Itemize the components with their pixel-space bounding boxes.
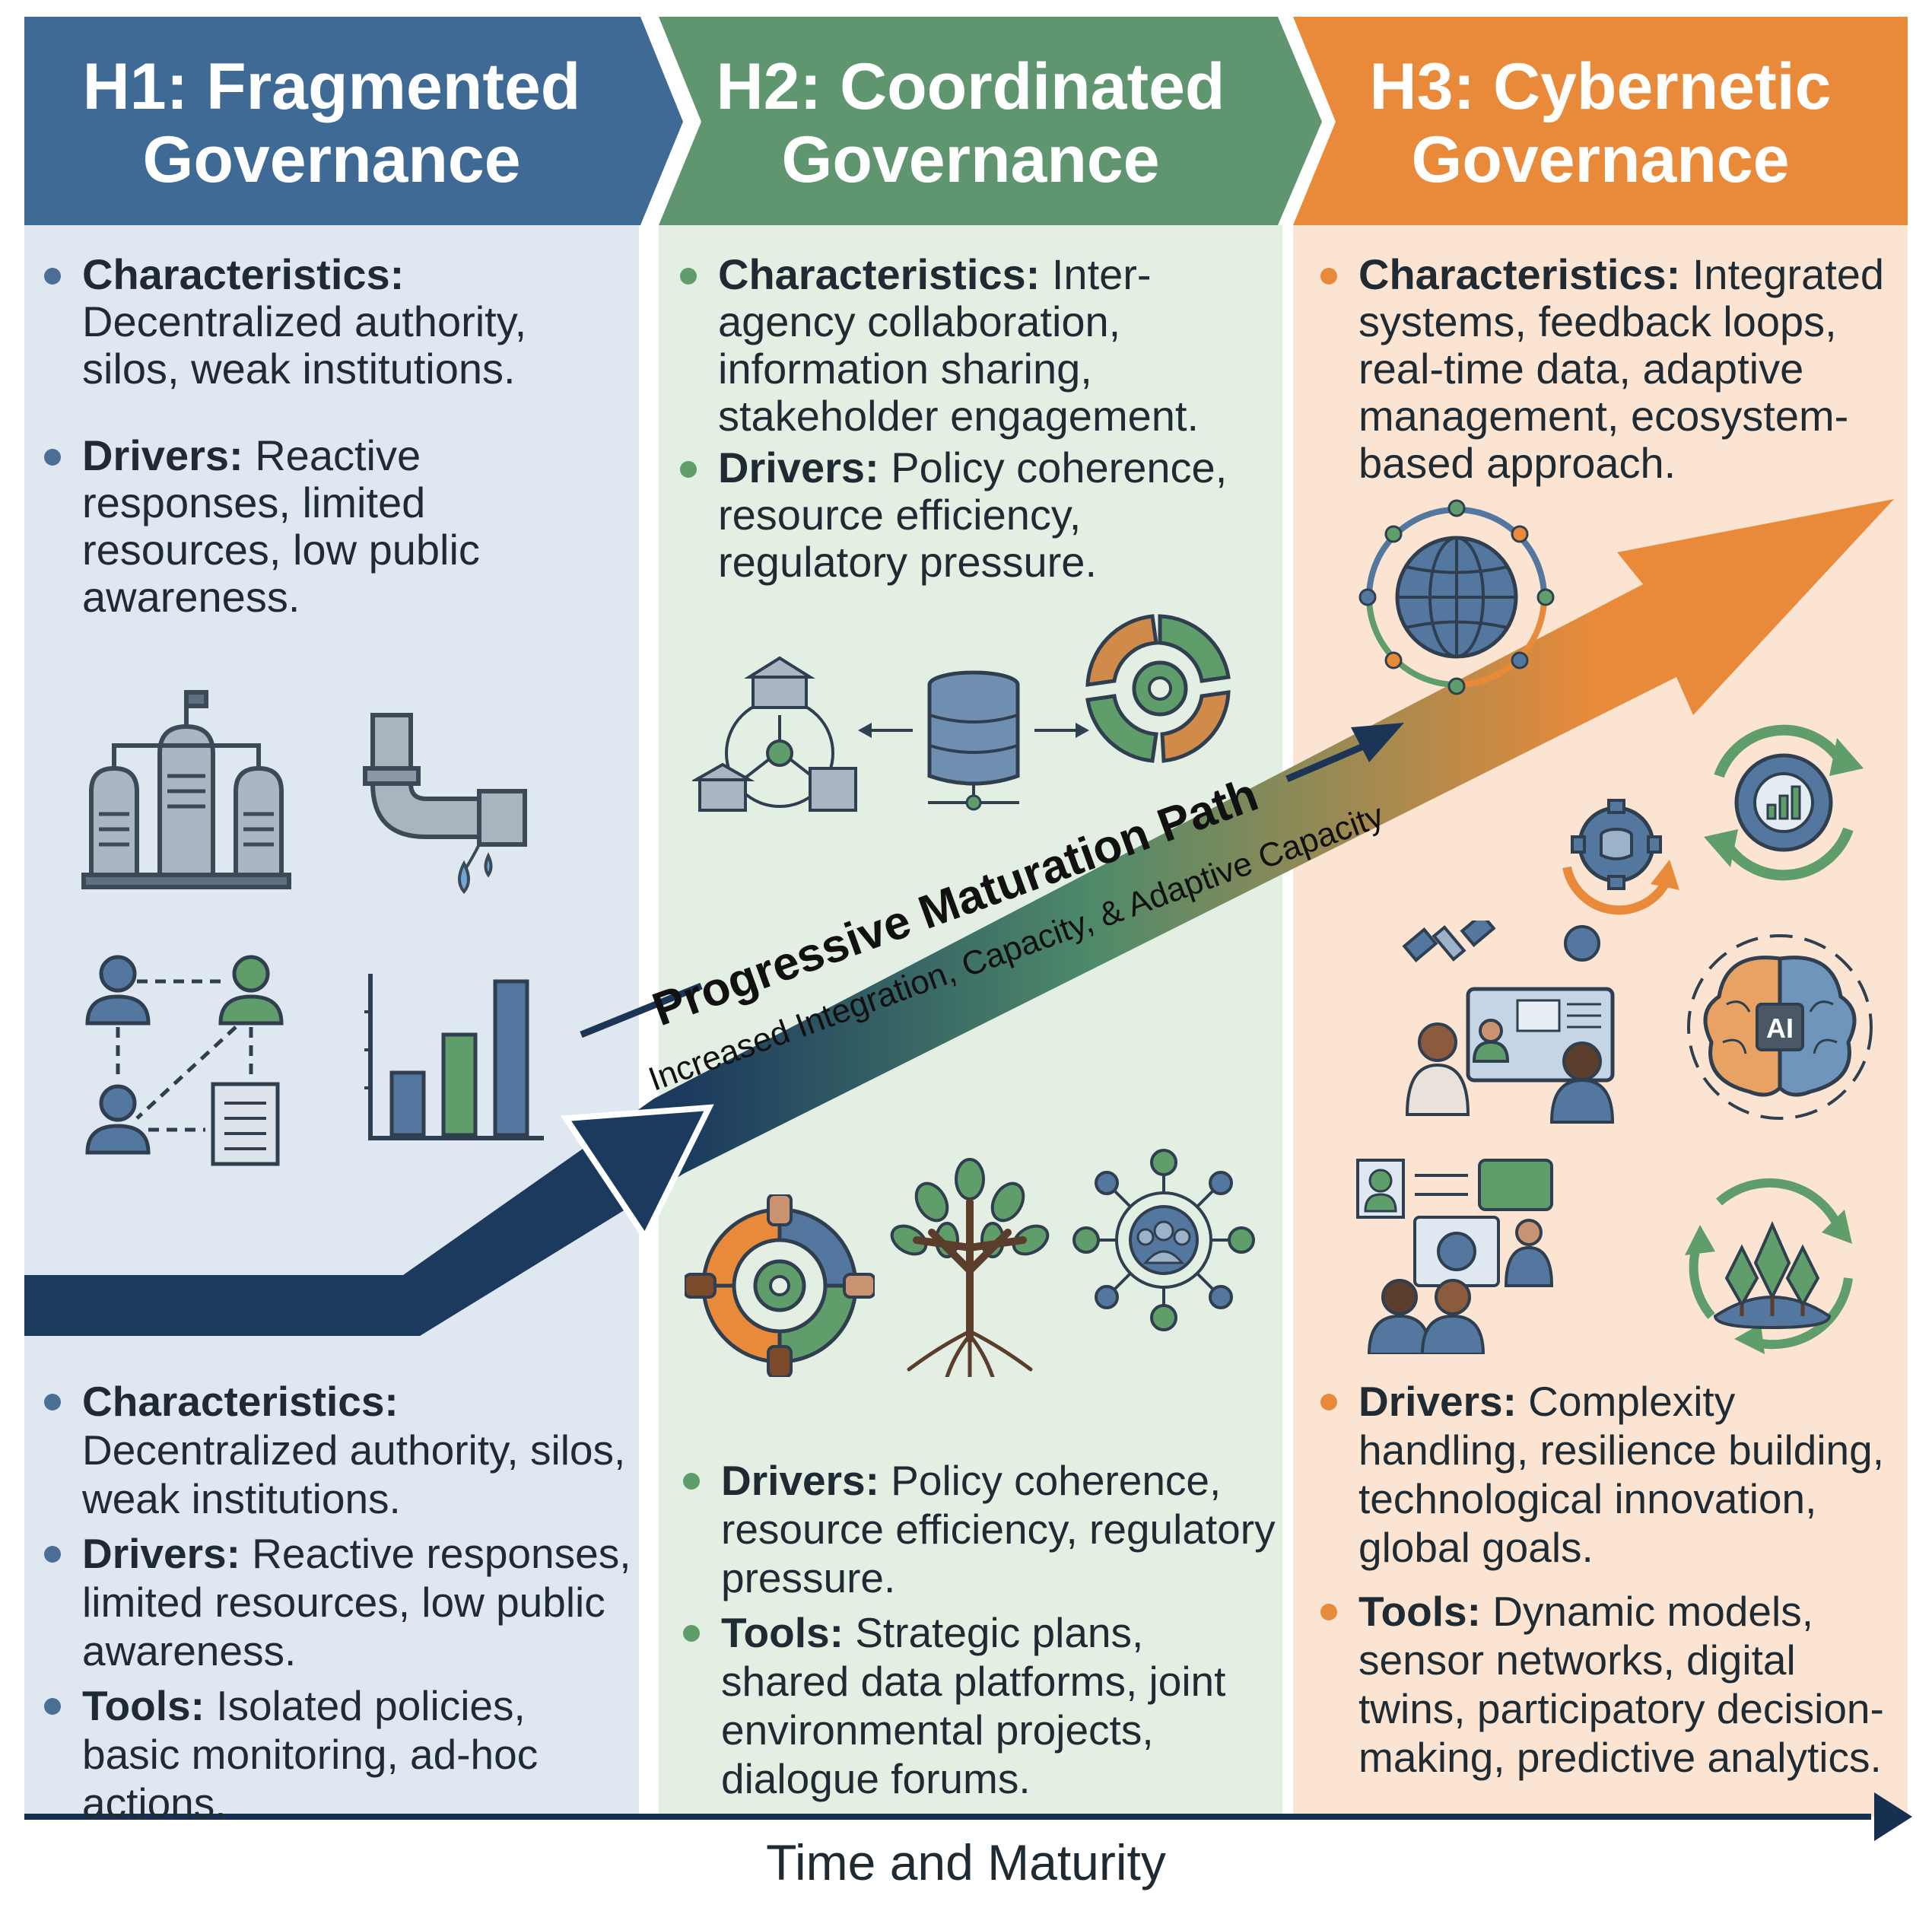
h3-title-line2: Governance [1411,123,1790,196]
bar-chart-icon [364,974,544,1140]
item-label: Characteristics: [1358,250,1681,298]
bullet [44,1698,61,1715]
bullet [1320,1394,1337,1410]
h2-title-line2: Governance [781,123,1160,196]
item-label: Drivers: [721,1457,879,1504]
collaboration-gear-icon [1085,614,1231,763]
bullet [683,1473,700,1490]
bullet [680,461,697,478]
bullet [44,268,61,285]
h2-header-chevron [659,17,1322,225]
bullet [683,1625,700,1642]
h2-bottom-drivers: Drivers: Policy coherence, resource effi… [669,1456,1278,1602]
path-direction-line-lower [580,982,703,1038]
gear-cycle-icon [1562,799,1679,915]
bullet [680,268,697,285]
bullet [44,1394,61,1410]
shared-database-icon [858,670,1089,811]
h1-title-line1: H1: Fragmented [82,50,581,123]
maturation-path-arrow [24,499,1894,1336]
path-direction-line-upper [1285,743,1363,783]
item-text: Policy coherence, resource efficiency, r… [718,444,1228,586]
institutions-network-icon [692,656,857,812]
item-text: Complexity handling, resilience building… [1358,1378,1885,1571]
h1-top-characteristics: Characteristics: Decentralized authority… [30,251,624,393]
stakeholder-network-icon [1072,1149,1255,1331]
analytics-cycle-icon [1704,724,1864,881]
item-text: Inter-agency collaboration, information … [718,250,1199,440]
item-label: Characteristics: [82,1378,399,1425]
ecosystem-cycle-icon [1685,1178,1853,1354]
h1-bottom-drivers: Drivers: Reactive responses, limited res… [30,1529,631,1675]
item-label: Tools: [82,1682,205,1729]
h3-header-chevron [1293,17,1908,225]
item-label: Tools: [1358,1588,1481,1635]
satellite-dashboard-icon [1402,921,1615,1124]
item-text: Dynamic models, sensor networks, digital… [1358,1588,1884,1781]
h1-bottom-characteristics: Characteristics: Decentralized authority… [30,1377,631,1523]
item-text: Strategic plans, shared data platforms, … [721,1609,1226,1802]
h3-title-line1: H3: Cybernetic [1369,50,1832,123]
item-label: Drivers: [82,1530,240,1577]
h2-top-characteristics: Characteristics: Inter-agency collaborat… [666,251,1275,440]
h1-title: H1: Fragmented Governance [24,47,639,199]
leaking-pipe-icon [363,713,527,895]
item-text: Decentralized authority, silos, weak ins… [82,297,527,393]
item-label: Characteristics: [82,250,405,298]
h3-bottom-tools: Tools: Dynamic models, sensor networks, … [1307,1587,1908,1782]
h1-bottom-list: Characteristics: Decentralized authority… [30,1377,631,1832]
h3-bottom-drivers: Drivers: Complexity handling, resilience… [1307,1377,1908,1572]
item-text: Isolated policies, basic monitoring, ad-… [82,1682,539,1827]
globe-network-icon [1358,499,1555,695]
h1-top-list: Characteristics: Decentralized authority… [30,251,624,660]
h3-bottom-list: Drivers: Complexity handling, resilience… [1307,1377,1908,1821]
bullet [1320,268,1337,285]
h1-bottom-tools: Tools: Isolated policies, basic monitori… [30,1681,631,1827]
tree-roots-icon [890,1158,1050,1377]
item-text: Policy coherence, resource efficiency, r… [721,1457,1276,1601]
ai-chip-label: AI [1766,1013,1794,1044]
item-label: Drivers: [718,444,879,491]
ai-brain-icon: AI [1687,934,1873,1120]
h2-title-line1: H2: Coordinated [716,50,1225,123]
item-text: Integrated systems, feedback loops, real… [1358,250,1885,487]
hands-gear-icon [685,1194,875,1377]
item-label: Drivers: [1358,1378,1517,1425]
h1-top-drivers: Drivers: Reactive responses, limited res… [30,432,624,621]
h1-header-chevron [24,17,683,225]
time-axis-arrowhead [1874,1792,1912,1841]
item-text: Reactive responses, limited resources, l… [82,1530,631,1674]
bullet [44,1546,61,1563]
h2-bottom-list: Drivers: Policy coherence, resource effi… [669,1456,1278,1843]
time-axis-label: Time and Maturity [766,1834,1166,1891]
participatory-meeting-icon [1356,1159,1554,1354]
item-text: Reactive responses, limited resources, l… [82,431,480,621]
silo-buildings-icon [81,690,291,889]
h2-title: H2: Coordinated Governance [659,47,1282,199]
bullet [44,449,61,466]
item-text: Decentralized authority, silos, weak ins… [82,1426,626,1522]
h2-top-list: Characteristics: Inter-agency collaborat… [666,251,1275,590]
item-label: Tools: [721,1609,844,1656]
path-direction-arrowhead [1351,723,1404,762]
item-label: Drivers: [82,431,243,479]
h2-top-drivers: Drivers: Policy coherence, resource effi… [666,444,1275,586]
h1-title-line2: Governance [142,123,521,196]
h2-bottom-tools: Tools: Strategic plans, shared data plat… [669,1608,1278,1803]
disconnected-people-icon [85,955,284,1166]
h3-title: H3: Cybernetic Governance [1293,47,1908,199]
item-label: Characteristics: [718,250,1041,298]
bullet [1320,1604,1337,1620]
h3-top-list: Characteristics: Integrated systems, fee… [1307,251,1885,526]
h1-arrow-head [560,1104,714,1243]
h3-top-characteristics: Characteristics: Integrated systems, fee… [1307,251,1885,487]
